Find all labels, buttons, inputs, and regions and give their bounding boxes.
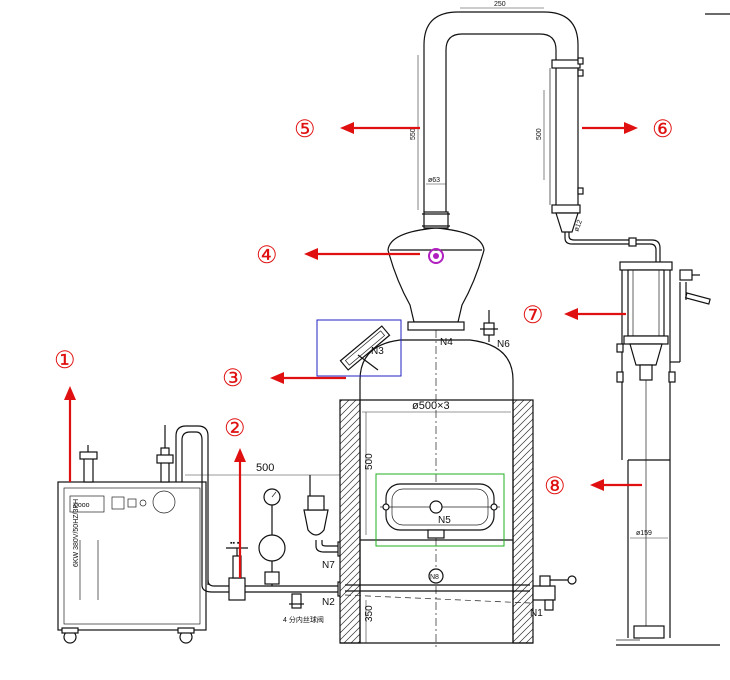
dim-pot-height: 500 bbox=[364, 453, 375, 470]
callout-4: ④ bbox=[256, 241, 278, 269]
dim-small-pipe: ø12 bbox=[573, 219, 584, 233]
svg-text:▪▪ ▪: ▪▪ ▪ bbox=[230, 540, 240, 547]
dim-left-riser: 550 bbox=[410, 128, 417, 140]
vapor-pipe: 250 550 ø63 500 ø12 bbox=[410, 1, 661, 262]
nozzle-n5: N5 bbox=[438, 515, 451, 526]
column: ø159 bbox=[616, 13, 730, 646]
nozzle-n1: N1 bbox=[530, 608, 543, 619]
callout-5: ⑤ bbox=[294, 115, 316, 143]
nozzle-n2: N2 bbox=[322, 597, 335, 608]
callout-6: ⑥ bbox=[652, 115, 674, 143]
still-pot: ø500×3 500 350 N5 N8 N1 bbox=[316, 250, 577, 650]
nozzle-n8: N8 bbox=[430, 574, 439, 581]
steam-generator: oooo 6KW 380V/50HZ/3PH bbox=[57, 425, 207, 644]
callout-8: ⑧ bbox=[544, 472, 566, 500]
nozzle-n7: N7 bbox=[322, 560, 335, 571]
dim-pot-diameter: ø500×3 bbox=[412, 400, 450, 412]
callout-7: ⑦ bbox=[522, 301, 544, 329]
n5-highlight bbox=[375, 473, 505, 547]
dim-steam-line: 500 bbox=[256, 462, 274, 474]
sight-marker bbox=[428, 248, 444, 264]
dim-base-height: 350 bbox=[364, 605, 375, 622]
svg-text:oooo: oooo bbox=[74, 502, 90, 509]
callout-1: ① bbox=[54, 346, 76, 374]
n3-highlight bbox=[316, 319, 402, 377]
nozzle-n3: N3 bbox=[371, 346, 384, 357]
dim-column-dia: ø159 bbox=[636, 530, 652, 537]
dim-top-span: 250 bbox=[494, 1, 506, 8]
dim-pipe-dia: ø63 bbox=[428, 177, 440, 184]
nozzle-n4: N4 bbox=[440, 337, 453, 348]
callout-2: ② bbox=[224, 414, 246, 442]
dim-right-drop: 500 bbox=[536, 128, 543, 140]
nozzle-n6: N6 bbox=[497, 339, 510, 350]
helmet: N4 bbox=[387, 227, 485, 348]
callout-3: ③ bbox=[222, 364, 244, 392]
valve-note: 4 分内丝球阀 bbox=[283, 615, 324, 624]
generator-label: 6KW 380V/50HZ/3PH bbox=[73, 499, 80, 567]
callout-arrows bbox=[64, 122, 642, 578]
callouts: ① ② ③ ④ ⑤ ⑥ ⑦ ⑧ bbox=[54, 115, 674, 500]
steam-piping: 500 ▪▪ ▪ 4 分内丝球阀 N7 N2 bbox=[175, 425, 350, 624]
